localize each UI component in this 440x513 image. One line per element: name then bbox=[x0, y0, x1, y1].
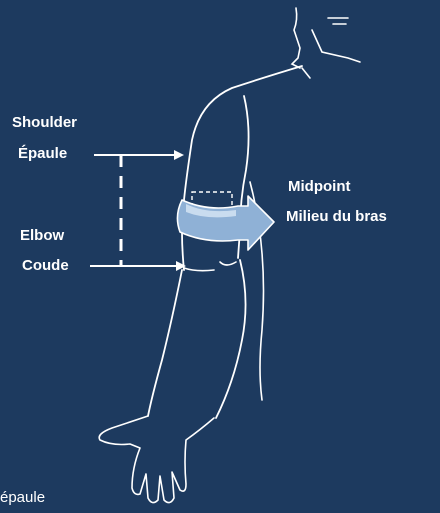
midpoint-label-fr: Milieu du bras bbox=[286, 208, 387, 226]
elbow-pointer-arrow bbox=[90, 261, 186, 271]
midpoint-band-arrow bbox=[177, 196, 274, 250]
footer-partial-text: épaule bbox=[0, 489, 45, 507]
elbow-label-fr: Coude bbox=[22, 257, 69, 275]
elbow-outline bbox=[184, 262, 236, 271]
shoulder-label-en: Shoulder bbox=[12, 114, 77, 132]
chin-neck-outline bbox=[312, 30, 360, 62]
elbow-label-en: Elbow bbox=[20, 227, 64, 245]
forearm-outline bbox=[148, 260, 246, 418]
hand-outline bbox=[99, 416, 214, 503]
mouth-mark bbox=[328, 18, 348, 24]
midpoint-label-en: Midpoint bbox=[288, 178, 350, 196]
shoulder-pointer-arrow bbox=[94, 150, 184, 160]
shoulder-label-fr: Épaule bbox=[18, 145, 67, 163]
